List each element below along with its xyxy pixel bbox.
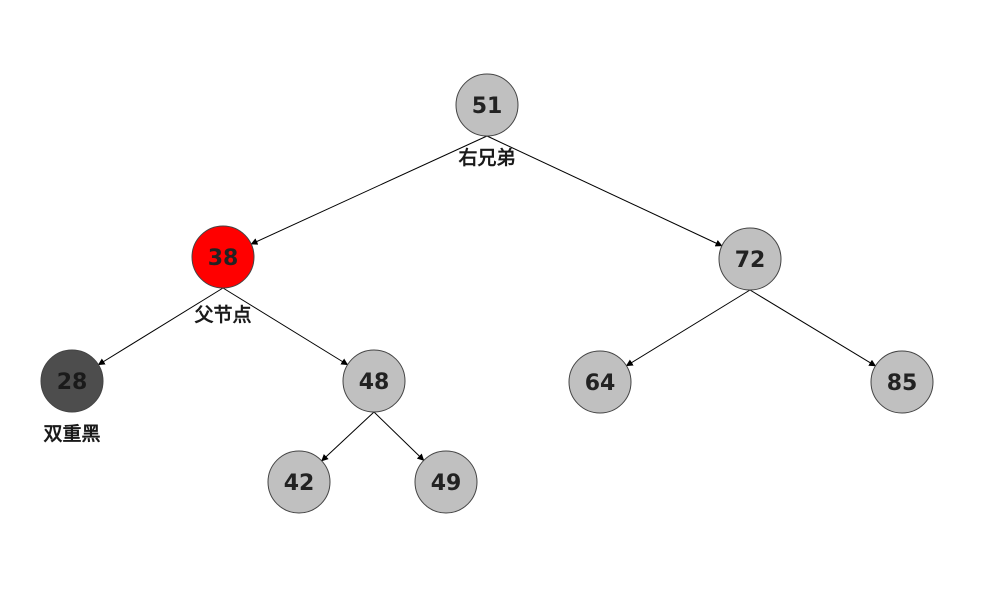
node-circle <box>870 350 934 414</box>
edge-n48-n49 <box>373 411 425 461</box>
node-circle <box>718 227 782 291</box>
edge-n48-n42 <box>321 411 375 462</box>
tree-node-49: 49 <box>414 450 478 514</box>
tree-node-72: 72 <box>718 227 782 291</box>
edge-n51-n38 <box>250 135 488 245</box>
edge-n38-n28 <box>97 287 224 366</box>
node-circle <box>342 349 406 413</box>
node-value: 72 <box>735 248 766 273</box>
edge-n51-n72 <box>486 135 723 247</box>
node-circle <box>568 350 632 414</box>
edge-n38-n48 <box>222 287 349 366</box>
node-value: 85 <box>887 371 918 396</box>
tree-node-42: 42 <box>267 450 331 514</box>
node-value: 38 <box>208 246 239 271</box>
tree-node-64: 64 <box>568 350 632 414</box>
tree-node-38: 38 <box>191 225 255 289</box>
node-circle <box>455 73 519 137</box>
annotation-label: 父节点 <box>193 304 251 326</box>
tree-node-51: 51 <box>455 73 519 137</box>
annotation-label: 右兄弟 <box>457 146 515 169</box>
node-value: 28 <box>57 370 88 395</box>
node-circle <box>40 349 104 413</box>
tree-node-28: 28 <box>40 349 104 413</box>
annotation-label: 双重黑 <box>43 423 100 445</box>
tree-node-85: 85 <box>870 350 934 414</box>
node-circle <box>267 450 331 514</box>
edge-n72-n85 <box>749 289 877 367</box>
edges-layer <box>97 135 877 462</box>
node-value: 42 <box>284 471 315 496</box>
node-value: 51 <box>472 94 503 119</box>
nodes-layer: 51 38 72 28 48 64 85 42 49 <box>40 73 934 514</box>
node-value: 48 <box>359 370 390 395</box>
node-circle <box>191 225 255 289</box>
node-value: 64 <box>585 371 616 396</box>
edge-n72-n64 <box>625 289 751 367</box>
node-value: 49 <box>431 471 462 496</box>
node-circle <box>414 450 478 514</box>
tree-node-48: 48 <box>342 349 406 413</box>
